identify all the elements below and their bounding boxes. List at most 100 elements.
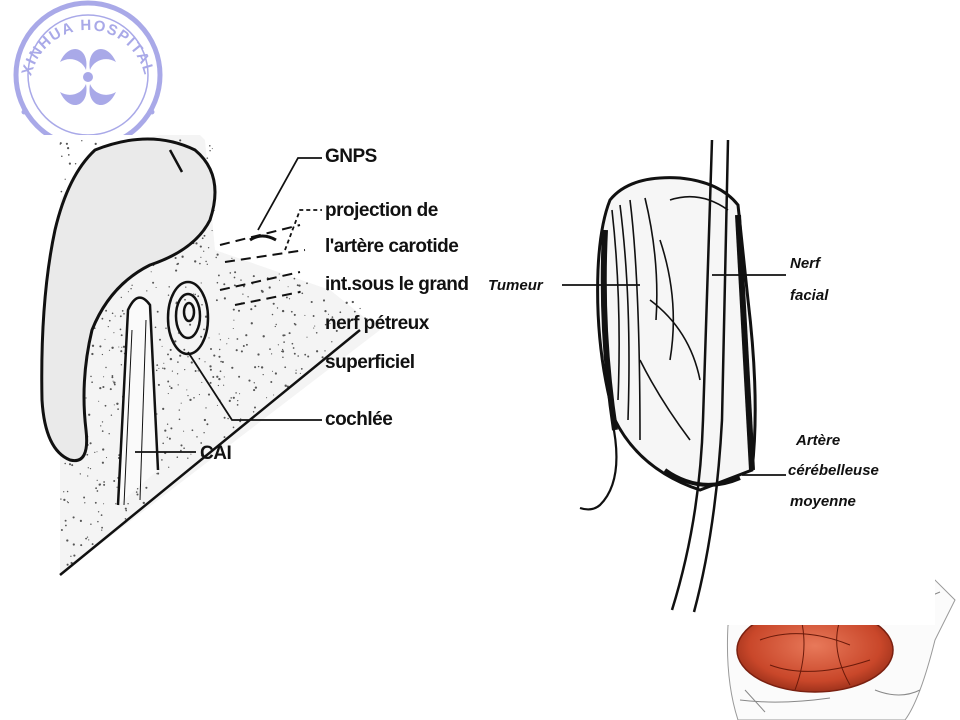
stipple-dot bbox=[168, 286, 170, 288]
stipple-dot bbox=[200, 256, 202, 258]
stipple-dot bbox=[71, 464, 74, 467]
stipple-dot bbox=[101, 353, 104, 356]
stipple-dot bbox=[161, 345, 163, 347]
stipple-dot bbox=[99, 387, 102, 390]
stipple-dot bbox=[84, 502, 86, 504]
stipple-dot bbox=[104, 404, 107, 407]
stipple-dot bbox=[111, 312, 114, 315]
stipple-dot bbox=[179, 354, 182, 357]
stipple-dot bbox=[190, 453, 192, 455]
stipple-dot bbox=[94, 451, 96, 454]
stipple-dot bbox=[228, 337, 230, 339]
stipple-dot bbox=[245, 343, 248, 346]
stipple-dot bbox=[205, 260, 207, 263]
stipple-dot bbox=[215, 299, 218, 302]
tumor-vessels bbox=[759, 614, 871, 691]
stipple-dot bbox=[90, 375, 92, 378]
stipple-dot bbox=[288, 332, 291, 335]
stipple-dot bbox=[200, 282, 202, 284]
stipple-dot bbox=[171, 370, 173, 372]
stipple-dot bbox=[239, 393, 241, 395]
stipple-dot bbox=[218, 355, 221, 358]
stipple-dot bbox=[223, 416, 226, 419]
stipple-dot bbox=[193, 397, 195, 399]
stipple-dot bbox=[198, 357, 201, 360]
stipple-dot bbox=[273, 394, 275, 396]
stipple-dot bbox=[213, 354, 216, 357]
stipple-dot bbox=[232, 327, 234, 330]
stipple-dot bbox=[204, 315, 208, 318]
stipple-dot bbox=[292, 347, 295, 349]
stipple-dot bbox=[101, 529, 103, 531]
stipple-dot bbox=[219, 339, 222, 341]
stipple-dot bbox=[186, 389, 188, 391]
stipple-dot bbox=[252, 275, 255, 278]
stipple-dot bbox=[211, 148, 213, 150]
stipple-dot bbox=[80, 544, 83, 547]
canal-inner-line bbox=[123, 329, 133, 506]
label-gnps: GNPS bbox=[325, 146, 377, 167]
stipple-dot bbox=[101, 461, 104, 464]
stipple-dot bbox=[87, 475, 89, 477]
stipple-dot bbox=[178, 409, 180, 411]
stipple-dot bbox=[85, 397, 87, 399]
hospital-seal-logo: XINHUA HOSPITAL bbox=[0, 0, 175, 150]
stipple-dot bbox=[150, 271, 152, 273]
stipple-dot bbox=[215, 256, 217, 259]
stipple-dot bbox=[232, 426, 235, 429]
stipple-dot bbox=[293, 313, 296, 316]
stipple-dot bbox=[155, 286, 157, 289]
stipple-dot bbox=[233, 276, 236, 279]
stipple-dot bbox=[189, 398, 192, 402]
stipple-dot bbox=[103, 481, 105, 483]
stipple-dot bbox=[121, 346, 123, 348]
stipple-dot bbox=[97, 520, 99, 523]
tumor-mass bbox=[596, 176, 757, 492]
stipple-dot bbox=[164, 429, 167, 432]
stipple-dot bbox=[91, 381, 93, 384]
stipple-dot bbox=[156, 310, 159, 313]
stipple-dot bbox=[270, 381, 273, 383]
stipple-dot bbox=[281, 350, 285, 353]
stipple-dot bbox=[102, 385, 105, 389]
stipple-dot bbox=[99, 345, 102, 348]
stipple-dot bbox=[86, 536, 89, 538]
stipple-dot bbox=[60, 498, 62, 500]
label-tumeur: Tumeur bbox=[488, 277, 544, 294]
stipple-dot bbox=[324, 323, 327, 326]
gnps-nerve-mark bbox=[249, 234, 277, 242]
stipple-dot bbox=[181, 255, 184, 258]
stipple-dot bbox=[245, 334, 248, 337]
stipple-dot bbox=[253, 406, 257, 409]
stipple-dot bbox=[364, 317, 367, 320]
stipple-dot bbox=[206, 157, 209, 159]
stipple-dot bbox=[85, 537, 88, 540]
stipple-dot bbox=[111, 375, 114, 377]
stipple-dot bbox=[306, 336, 308, 338]
stipple-dot bbox=[272, 302, 275, 305]
stipple-dot bbox=[331, 316, 334, 318]
stipple-dot bbox=[269, 348, 271, 350]
stipple-dot bbox=[94, 501, 97, 504]
stipple-dot bbox=[250, 322, 253, 325]
stipple-dot bbox=[174, 256, 177, 260]
stipple-dot bbox=[183, 348, 186, 351]
stipple-dot bbox=[217, 274, 220, 277]
stipple-dot bbox=[223, 436, 226, 439]
facial-nerve bbox=[670, 139, 714, 611]
stipple-dot bbox=[105, 366, 107, 369]
stipple-dot bbox=[254, 366, 257, 369]
right-anatomy-diagram: Tumeur Nerf facial Artère cérébelleuse m… bbox=[488, 139, 879, 613]
stipple-dot bbox=[192, 293, 195, 295]
stipple-dot bbox=[209, 381, 212, 384]
stipple-dot bbox=[200, 454, 203, 457]
stipple-dot bbox=[180, 444, 183, 447]
stipple-dot bbox=[196, 436, 198, 438]
stipple-dot bbox=[64, 519, 67, 522]
stipple-dot bbox=[169, 357, 173, 361]
stipple-dot bbox=[163, 367, 166, 370]
stipple-dot bbox=[194, 370, 197, 372]
stipple-dot bbox=[79, 473, 81, 475]
stipple-dot bbox=[315, 350, 319, 353]
stipple-dot bbox=[260, 366, 264, 369]
